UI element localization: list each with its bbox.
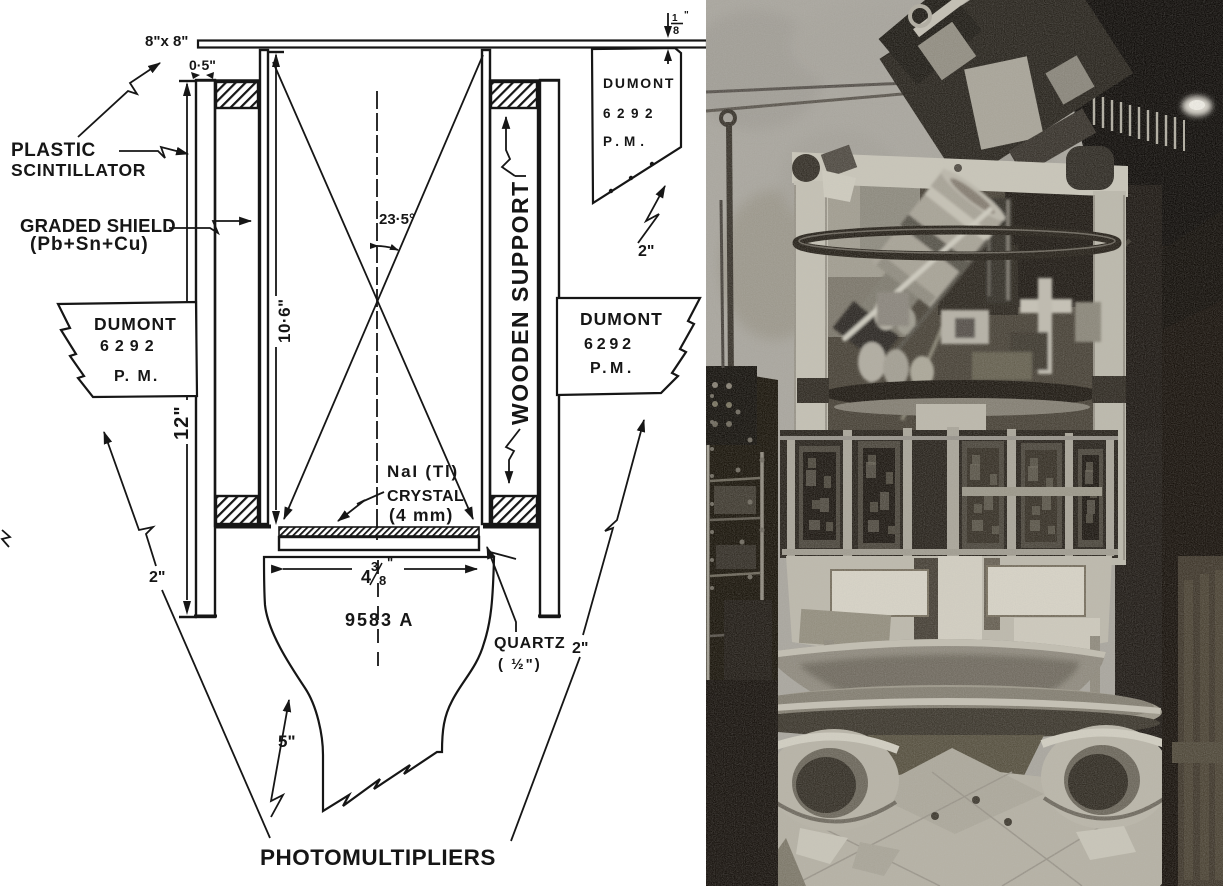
svg-text:QUARTZ: QUARTZ [494, 635, 565, 652]
svg-text:CRYSTAL: CRYSTAL [387, 488, 464, 505]
svg-text:P. M.: P. M. [114, 368, 159, 385]
svg-text:PLASTIC: PLASTIC [11, 140, 96, 161]
svg-text:2": 2" [572, 640, 588, 657]
svg-text:DUMONT: DUMONT [94, 314, 177, 334]
svg-text:6292: 6292 [584, 336, 635, 353]
svg-text:PHOTOMULTIPLIERS: PHOTOMULTIPLIERS [260, 845, 496, 870]
svg-text:(Pb+Sn+Cu): (Pb+Sn+Cu) [30, 234, 149, 255]
svg-text:2": 2" [638, 243, 654, 260]
svg-text:12": 12" [171, 405, 193, 440]
svg-text:P.M.: P.M. [590, 360, 635, 377]
svg-text:NaI (Tl): NaI (Tl) [387, 462, 459, 481]
svg-text:6292: 6292 [100, 338, 160, 355]
svg-text:8: 8 [673, 25, 679, 37]
svg-text:DUMONT: DUMONT [603, 75, 675, 91]
svg-text:DUMONT: DUMONT [580, 309, 663, 329]
svg-text:3: 3 [371, 559, 378, 574]
svg-text:0·5": 0·5" [189, 57, 216, 73]
svg-text:(4 mm): (4 mm) [389, 505, 454, 525]
svg-text:WOODEN SUPPORT: WOODEN SUPPORT [507, 180, 533, 425]
svg-text:8"x 8": 8"x 8" [145, 33, 188, 50]
svg-text:P.M.: P.M. [603, 134, 649, 149]
svg-text:( ½"): ( ½") [498, 656, 542, 673]
svg-text:4: 4 [361, 567, 371, 587]
svg-text:GRADED SHIELD: GRADED SHIELD [20, 215, 176, 236]
svg-text:9583 A: 9583 A [345, 610, 414, 630]
svg-text:2": 2" [149, 569, 165, 586]
svg-text:": " [387, 555, 393, 570]
svg-text:6292: 6292 [603, 106, 659, 121]
svg-text:5": 5" [278, 732, 296, 751]
svg-text:10·6": 10·6" [275, 298, 294, 343]
svg-text:23·5°: 23·5° [379, 211, 415, 228]
svg-text:SCINTILLATOR: SCINTILLATOR [11, 160, 146, 180]
svg-text:8: 8 [379, 573, 386, 588]
svg-text:1: 1 [672, 13, 678, 24]
svg-text:": " [684, 10, 689, 21]
